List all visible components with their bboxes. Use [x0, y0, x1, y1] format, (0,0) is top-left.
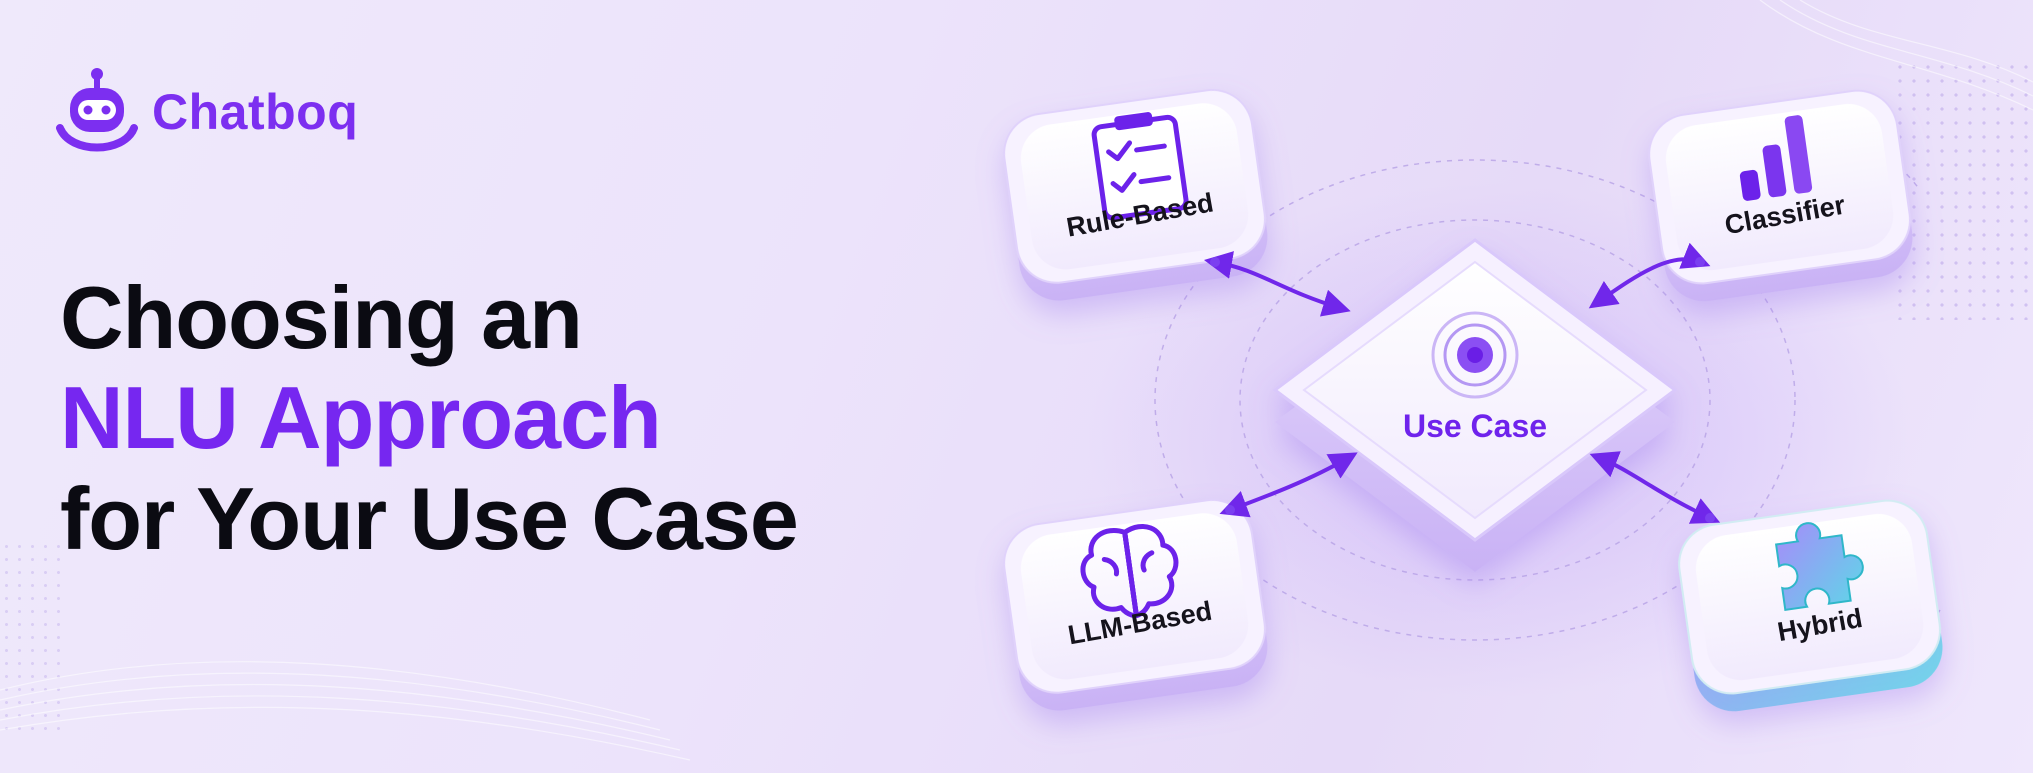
title-line-3: for Your Use Case	[60, 468, 799, 568]
brand-name: Chatboq	[152, 84, 359, 140]
center-label: Use Case	[1402, 408, 1548, 444]
center-tile	[1272, 238, 1678, 572]
node-use-case[interactable]: Use Case	[1335, 408, 1615, 445]
title-line-1: Choosing an	[60, 268, 583, 367]
nlu-approach-diagram: Rule-Based Classifier LLM-Based Hybrid U…	[930, 40, 2010, 760]
dot-pattern-left	[0, 540, 70, 740]
connector-arrows	[1203, 242, 1721, 524]
robot-icon	[56, 68, 138, 152]
diagram-graphics	[1003, 88, 1943, 712]
hybrid-tile	[1678, 499, 1943, 712]
title-line-2: NLU Approach	[60, 368, 662, 468]
page-title: Choosing an NLU Approach for Your Use Ca…	[60, 268, 799, 569]
puzzle-icon	[1774, 522, 1864, 611]
target-icon	[1431, 311, 1519, 399]
brand-logo[interactable]: Chatboq	[56, 66, 358, 158]
clipboard-checklist-icon	[1091, 112, 1189, 221]
bar-chart-icon	[1739, 115, 1813, 201]
brain-icon	[1080, 524, 1179, 619]
